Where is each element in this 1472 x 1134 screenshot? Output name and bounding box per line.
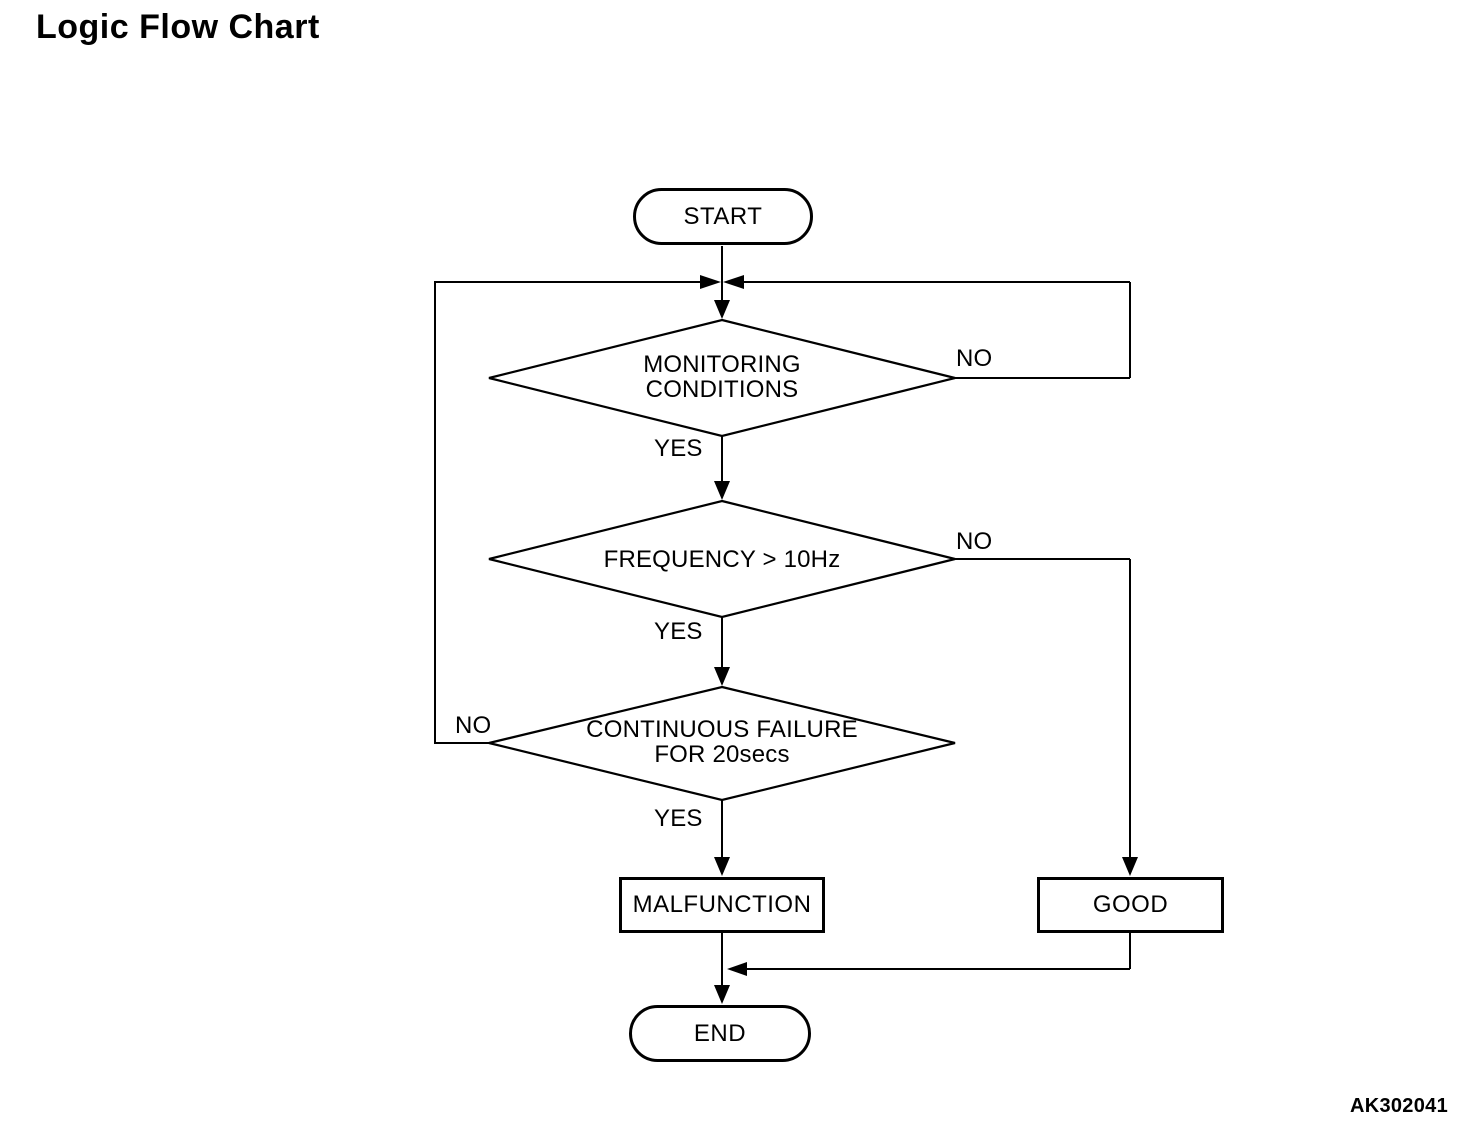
- branch-label-decision2-yes: YES: [654, 618, 703, 645]
- decision1-line1: MONITORING: [643, 351, 801, 378]
- good-box: GOOD: [1037, 877, 1224, 933]
- page-title: Logic Flow Chart: [36, 8, 320, 46]
- arrowhead-into-decision3: [714, 667, 730, 686]
- decision3-line1: CONTINUOUS FAILURE: [586, 716, 858, 743]
- arrowhead-into-malfunction: [714, 857, 730, 876]
- branch-label-decision2-no: NO: [956, 528, 993, 555]
- figure-code: AK302041: [1349, 1095, 1448, 1117]
- decision-label-frequency-threshold: FREQUENCY > 10Hz: [522, 547, 922, 572]
- decision1-line2: CONDITIONS: [645, 376, 799, 403]
- end-node: END: [629, 1005, 811, 1062]
- arrowhead-into-good: [1122, 857, 1138, 876]
- decision3-line2: FOR 20secs: [654, 741, 790, 768]
- arrowhead-into-decision2: [714, 481, 730, 500]
- branch-label-decision1-no: NO: [956, 345, 993, 372]
- branch-label-decision1-yes: YES: [654, 435, 703, 462]
- decision2-line1: FREQUENCY > 10Hz: [603, 546, 841, 573]
- start-node-label: START: [683, 202, 763, 230]
- arrowhead-into-end: [714, 985, 730, 1004]
- branch-label-decision3-no: NO: [455, 712, 492, 739]
- decision-label-monitoring-conditions: MONITORING CONDITIONS: [522, 352, 922, 402]
- arrowhead-merge-from-good: [727, 962, 747, 976]
- start-node: START: [633, 188, 813, 245]
- decision-diamond-frequency-threshold: [488, 499, 956, 619]
- decision-diamond-continuous-failure: [488, 685, 956, 802]
- decision-label-continuous-failure: CONTINUOUS FAILURE FOR 20secs: [522, 717, 922, 767]
- malfunction-box: MALFUNCTION: [619, 877, 825, 933]
- arrowhead-into-decision1: [714, 300, 730, 319]
- decision-diamond-monitoring-conditions: [488, 318, 956, 438]
- malfunction-box-label: MALFUNCTION: [632, 891, 812, 918]
- branch-label-decision3-yes: YES: [654, 805, 703, 832]
- good-box-label: GOOD: [1092, 891, 1169, 918]
- arrowhead-junction-from-left: [700, 275, 721, 289]
- end-node-label: END: [693, 1019, 747, 1047]
- arrowhead-junction-from-right: [723, 275, 744, 289]
